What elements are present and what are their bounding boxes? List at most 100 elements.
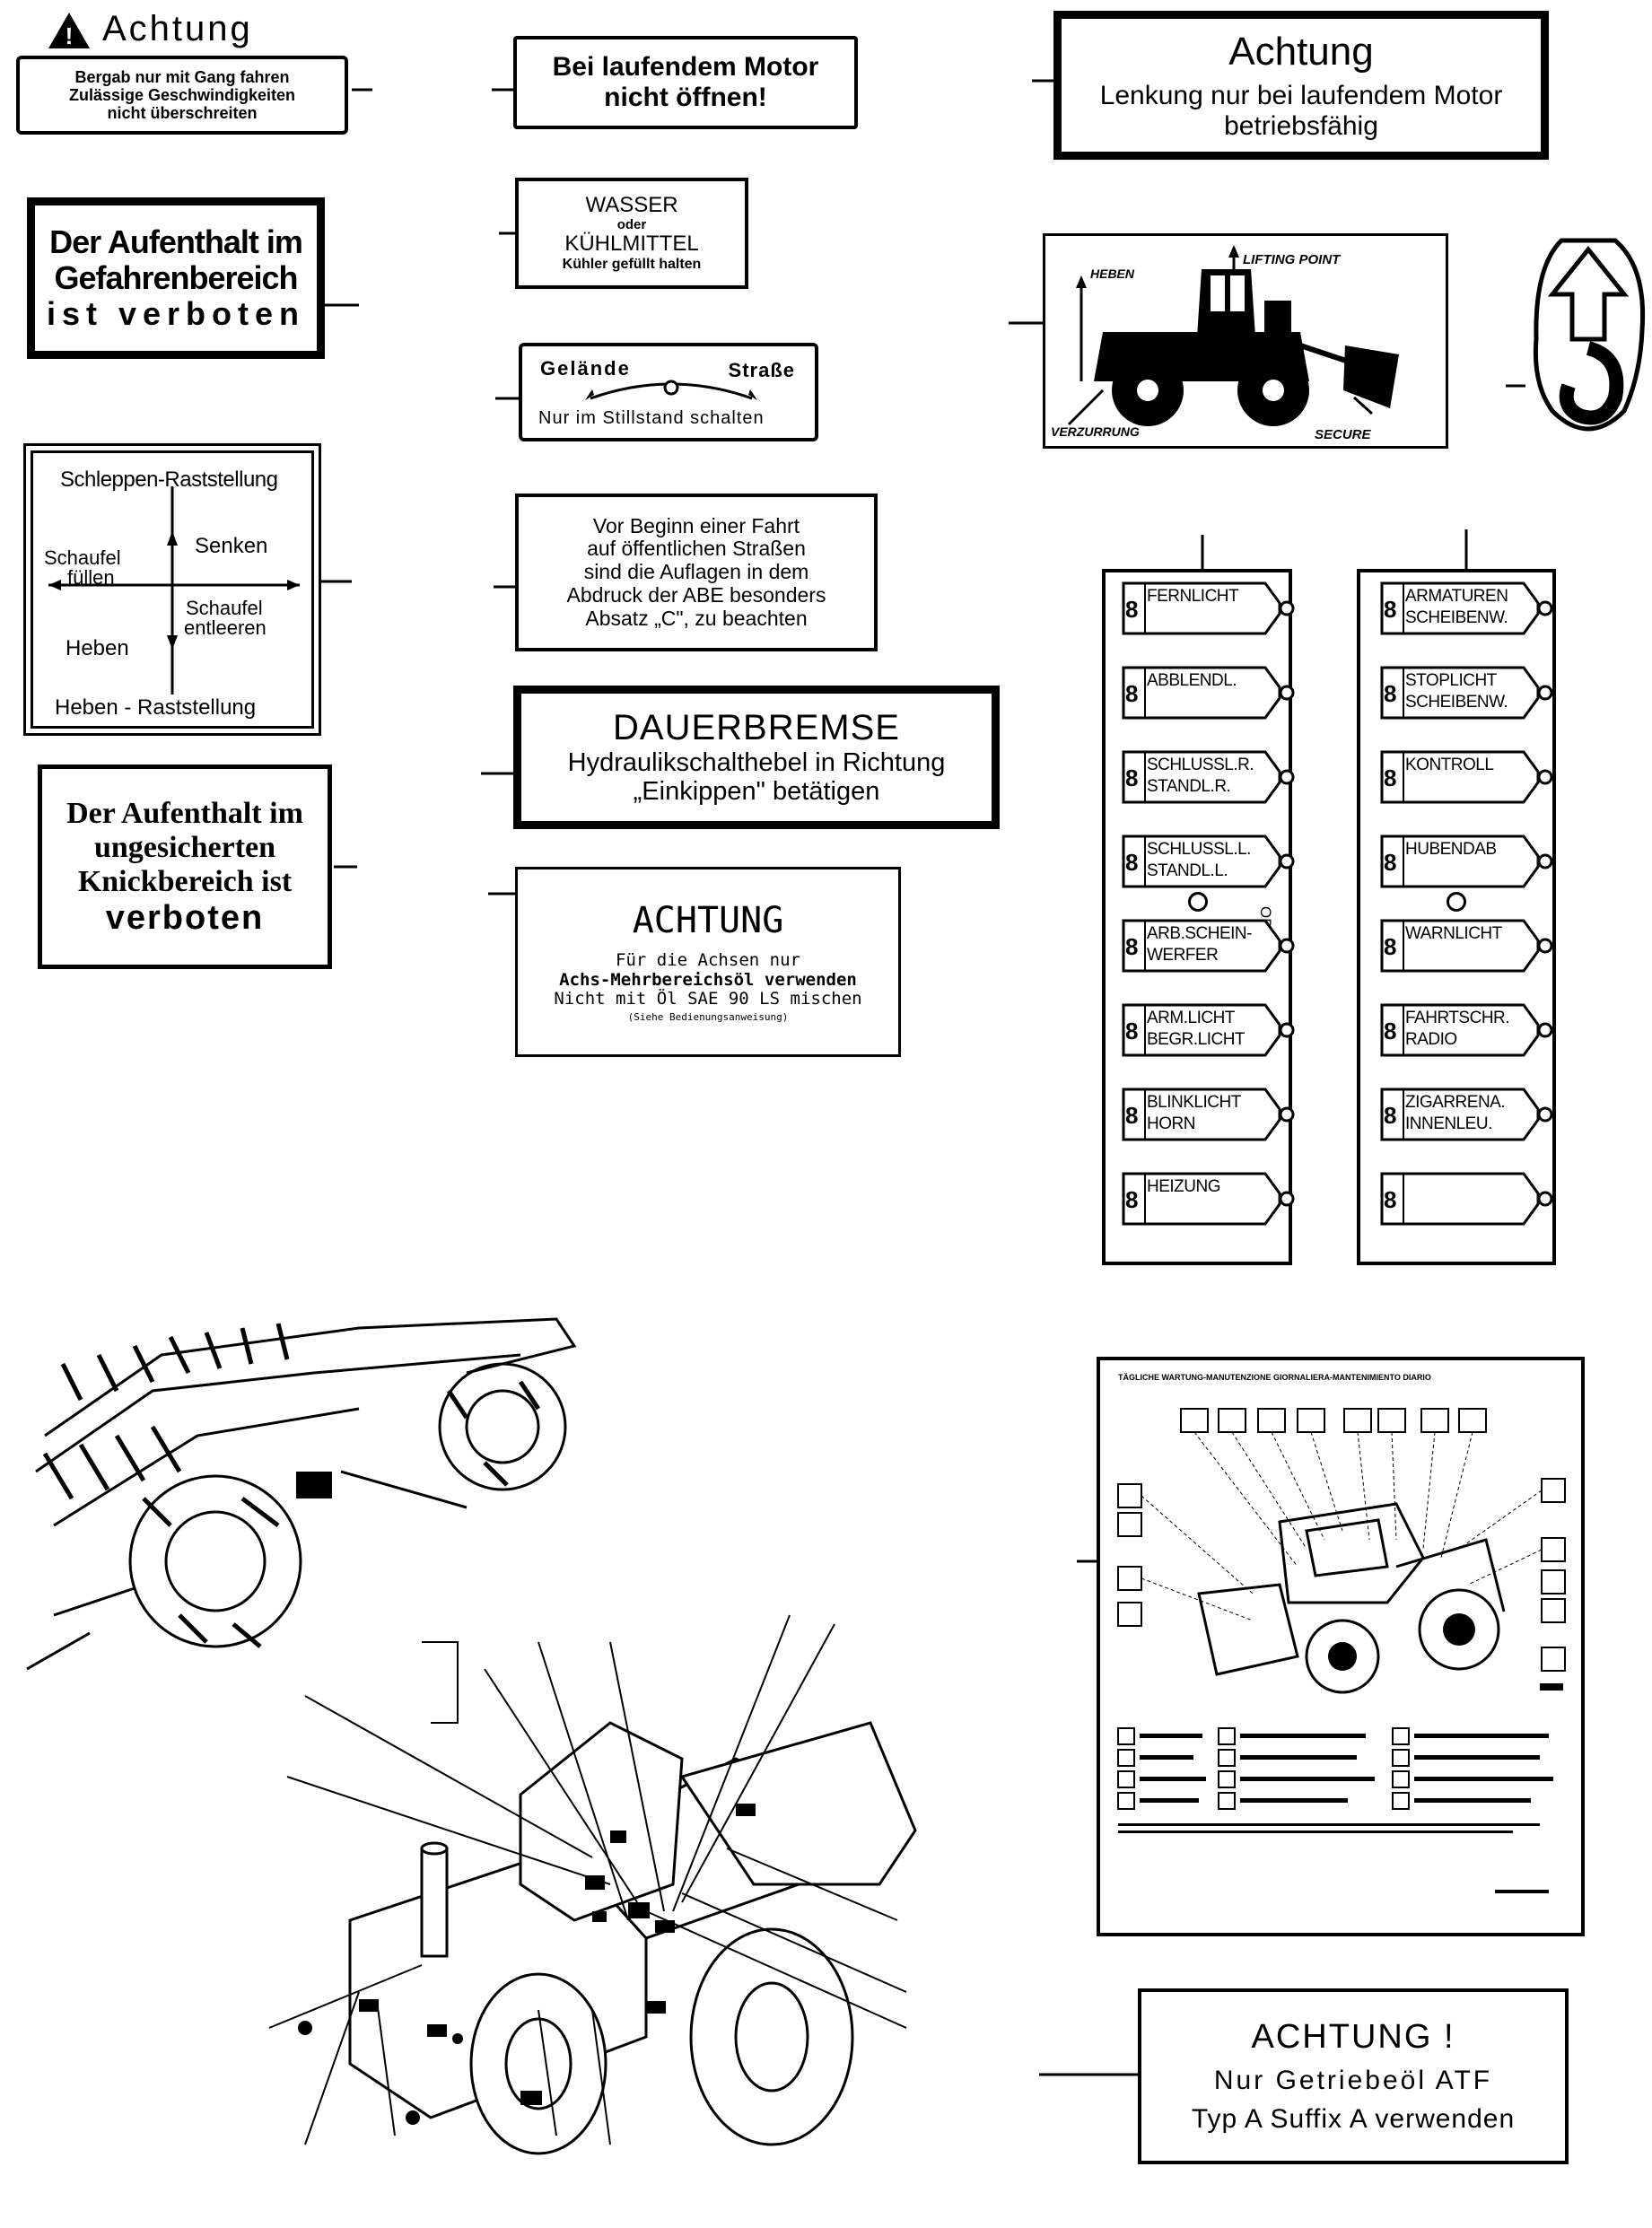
strasse-text: Straße [728, 359, 795, 381]
fuse-rating: 8 [1384, 1102, 1397, 1129]
dauerbremse-line: „Einkippen" betätigen [633, 777, 880, 807]
achsoel-line: Für die Achsen nur [616, 950, 800, 971]
gelaende-bottom-text: Nur im Stillstand schalten [538, 408, 765, 428]
schaufel-top: Schleppen-Raststellung [60, 467, 278, 492]
wasser-line: WASSER [585, 192, 678, 217]
fuse-rating: 8 [1125, 680, 1139, 707]
fuse-label-line1: KONTROLL [1405, 756, 1494, 774]
gelaende-strasse-label: Gelände Straße Nur im Stillstand schalte… [519, 343, 818, 441]
fuse-tag-shape [1380, 666, 1553, 720]
fuse-tag-shape [1380, 750, 1553, 804]
getriebeoel-label: ACHTUNG ! Nur Getriebeöl ATF Typ A Suffi… [1138, 1988, 1569, 2164]
fuse-rating: 8 [1125, 596, 1139, 623]
lifting-point-label: HEBEN LIFTING POINT VERZURRUNG SECURE [1043, 233, 1448, 449]
fuse-label-line1: BLINKLICHT [1147, 1093, 1241, 1112]
schaufel-left1: Schaufel [44, 546, 121, 569]
abe-line: sind die Auflagen in dem [583, 560, 809, 584]
motor-line: nicht öffnen! [604, 83, 767, 112]
schaufel-right1: Schaufel [186, 597, 263, 619]
fuse-rating: 8 [1384, 1018, 1397, 1044]
knick-line: verboten [105, 898, 265, 937]
heben-text: HEBEN [1090, 266, 1135, 281]
fuse-label-line2: RADIO [1405, 1030, 1457, 1049]
achsoel-line: Achs-Mehrbereichsöl verwenden [559, 969, 857, 990]
fuse-tag-shape [1122, 1172, 1295, 1226]
achtung-gang-line: nicht überschreiten [107, 104, 258, 123]
wartung-chart: TÄGLICHE WARTUNG-MANUTENZIONE GIORNALIER… [1097, 1357, 1585, 1936]
dauerbremse-line: Hydraulikschalthebel in Richtung [567, 747, 946, 777]
achsoel-line: Nicht mit Öl SAE 90 LS mischen [554, 988, 862, 1009]
achsoel-label: ACHTUNG Für die Achsen nur Achs-Mehrbere… [515, 867, 901, 1057]
fuse-right-4: 8 HUBENDAB [1380, 834, 1553, 888]
fuse-rating: 8 [1384, 680, 1397, 707]
fuse-label-line2: SCHEIBENW. [1405, 693, 1508, 712]
schaufel-left2: füllen [67, 566, 115, 589]
fuse-label-line1: SCHLUSSL.L. [1147, 840, 1251, 859]
fuse-label-line2: BEGR.LICHT [1147, 1030, 1246, 1049]
warning-triangle-icon: ! [48, 13, 90, 49]
fuse-label-line2: INNENLEU. [1405, 1114, 1492, 1133]
fuse-label-line2: SCHEIBENW. [1405, 608, 1508, 627]
fuse-tag-shape [1122, 919, 1295, 973]
motor-nicht-oeffnen-label: Bei laufendem Motor nicht öffnen! [513, 36, 858, 129]
fuse-rating: 8 [1125, 1018, 1139, 1044]
fuse-rating: 8 [1384, 933, 1397, 960]
fuse-label-line1: HUBENDAB [1405, 840, 1497, 859]
knick-line: Der Aufenthalt im [66, 796, 303, 830]
fuse-connector-ring [1188, 892, 1208, 912]
gefahren-line: ist verboten [46, 295, 306, 333]
fuse-left-6: 8 ARM.LICHT BEGR.LICHT [1122, 1003, 1295, 1057]
fuse-label-line1: ARMATUREN [1405, 587, 1508, 606]
achtung-gang-title: Achtung [102, 9, 253, 48]
getriebe-line: Nur Getriebeöl ATF [1213, 2065, 1493, 2095]
fuse-label-line1: FERNLICHT [1147, 587, 1239, 606]
abe-line: Abdruck der ABE besonders [566, 582, 826, 607]
abe-line: Vor Beginn einer Fahrt [592, 513, 800, 537]
wasser-kuehlmittel-label: WASSER oder KÜHLMITTEL Kühler gefüllt ha… [515, 178, 748, 289]
fuse-label-line1: STOPLICHT [1405, 671, 1497, 690]
knick-line: ungesicherten [93, 830, 276, 864]
fuse-left-1: 8 FERNLICHT [1122, 581, 1295, 635]
fuse-label-line1: ARM.LICHT [1147, 1009, 1235, 1027]
schaufel-heben: Heben [66, 636, 129, 660]
fuse-tag-shape [1122, 834, 1295, 888]
fuse-label-line1: HEIZUNG [1147, 1177, 1221, 1196]
machine-label-positions-drawing [268, 1614, 917, 2155]
fuse-rating: 8 [1384, 849, 1397, 876]
fuse-tag-shape [1380, 1088, 1553, 1141]
fuse-tag-shape [1122, 750, 1295, 804]
knickbereich-label: Der Aufenthalt im ungesicherten Knickber… [38, 765, 332, 969]
fuse-tag-shape [1380, 1003, 1553, 1057]
gefahrenbereich-label: Der Aufenthalt im Gefahrenbereich ist ve… [27, 197, 325, 359]
fuse-connector-ring [1447, 892, 1466, 912]
gefahren-line: Der Aufenthalt im [49, 223, 303, 260]
wasser-line: KÜHLMITTEL [564, 232, 699, 257]
achsoel-title: ACHTUNG [632, 899, 784, 941]
getriebe-title: ACHTUNG ! [1251, 2018, 1455, 2057]
wartung-diagram [1117, 1408, 1566, 1893]
lifting-hook-icon [1533, 238, 1646, 432]
fuse-label-line1: WARNLICHT [1405, 924, 1502, 943]
dauerbremse-label: DAUERBREMSE Hydraulikschalthebel in Rich… [513, 686, 1000, 829]
fuse-label-line2: HORN [1147, 1114, 1195, 1133]
fuse-rating: 8 [1125, 1186, 1139, 1213]
schaufel-right2: entleeren [184, 616, 267, 639]
fuse-right-8: 8 [1380, 1172, 1553, 1226]
wartung-title: TÄGLICHE WARTUNG-MANUTENZIONE GIORNALIER… [1118, 1373, 1431, 1382]
lenkung-line: betriebsfähig [1224, 110, 1378, 141]
fuse-tag-shape [1380, 919, 1553, 973]
verzurrung-text: VERZURRUNG [1051, 424, 1140, 439]
motor-line: Bei laufendem Motor [552, 52, 819, 83]
fuse-tag-shape [1380, 581, 1553, 635]
schaufel-label: Schleppen-Raststellung Schaufel füllen S… [23, 443, 321, 736]
fuse-label-line1: ARB.SCHEIN- [1147, 924, 1252, 943]
fuse-label-line2: STANDL.L. [1147, 861, 1228, 880]
lifting-point-text: LIFTING POINT [1243, 252, 1341, 267]
fuse-rating: 8 [1384, 596, 1397, 623]
knick-line: Knickbereich ist [77, 864, 293, 898]
abe-line: auf öffentlichen Straßen [587, 537, 806, 561]
